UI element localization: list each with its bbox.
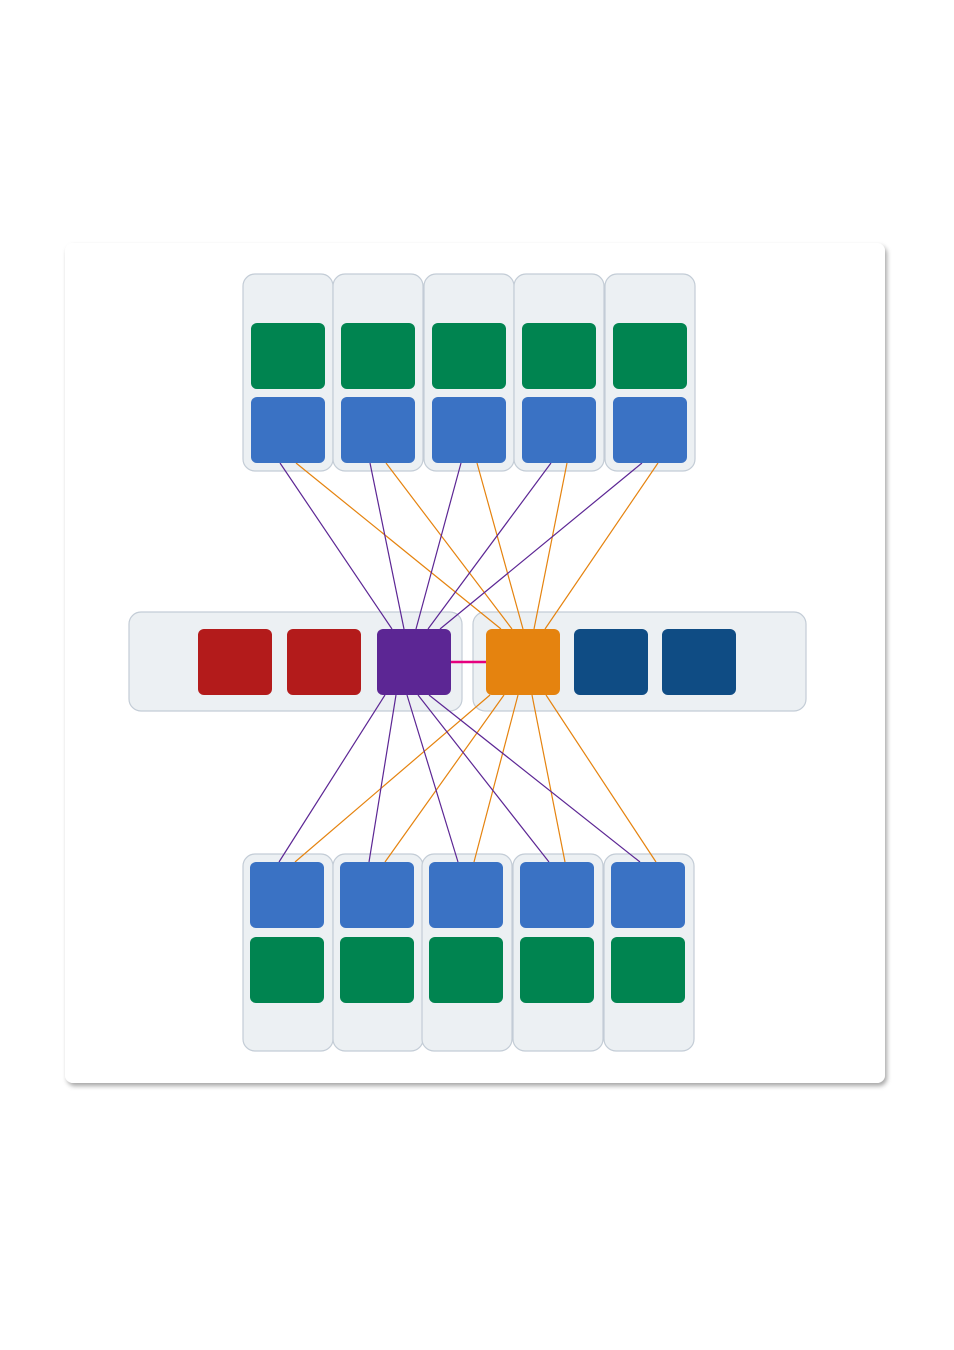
bottom-green-node-5 (611, 937, 685, 1003)
bottom-blue-node-3 (429, 862, 503, 928)
top-blue-node-1 (251, 397, 325, 463)
top-blue-node-5 (613, 397, 687, 463)
bottom-green-node-3 (429, 937, 503, 1003)
bottom-blue-node-4 (520, 862, 594, 928)
top-green-node-1 (251, 323, 325, 389)
left-red-node-2 (287, 629, 361, 695)
orange-hub (486, 629, 560, 695)
bottom-blue-node-5 (611, 862, 685, 928)
bottom-green-node-2 (340, 937, 414, 1003)
bottom-green-node-1 (250, 937, 324, 1003)
right-navy-node-2 (662, 629, 736, 695)
bottom-blue-node-2 (340, 862, 414, 928)
top-blue-node-3 (432, 397, 506, 463)
top-green-node-3 (432, 323, 506, 389)
top-blue-node-4 (522, 397, 596, 463)
top-green-node-4 (522, 323, 596, 389)
right-navy-node-1 (574, 629, 648, 695)
purple-hub (377, 629, 451, 695)
top-blue-node-2 (341, 397, 415, 463)
left-red-node-1 (198, 629, 272, 695)
top-green-node-2 (341, 323, 415, 389)
top-green-node-5 (613, 323, 687, 389)
bottom-blue-node-1 (250, 862, 324, 928)
bottom-green-node-4 (520, 937, 594, 1003)
